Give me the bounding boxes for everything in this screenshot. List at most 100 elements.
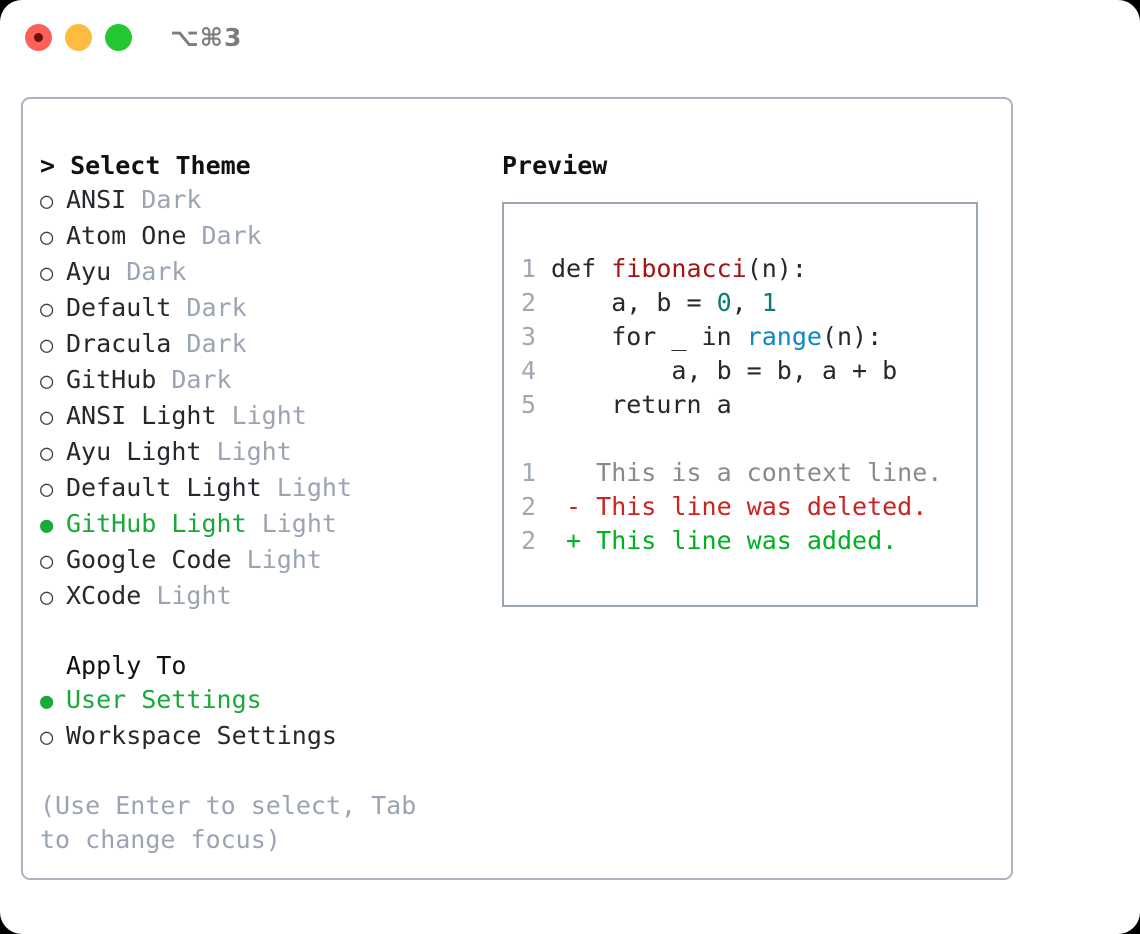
theme-option[interactable]: ○Ayu Light Light bbox=[40, 435, 490, 471]
radio-selected-icon: ● bbox=[40, 689, 54, 714]
code-token: return a bbox=[551, 390, 732, 419]
code-token: range bbox=[746, 322, 822, 351]
theme-option-label: Atom One bbox=[66, 221, 187, 250]
code-token: fibonacci bbox=[611, 254, 747, 283]
code-line: 5 return a bbox=[521, 388, 976, 422]
theme-option-label: Ayu bbox=[66, 257, 112, 286]
theme-option-category: Light bbox=[216, 437, 292, 466]
diff-line: 1 This is a context line. bbox=[521, 456, 976, 490]
label-spacer bbox=[126, 183, 141, 217]
theme-option[interactable]: ○ANSI Light Light bbox=[40, 399, 490, 435]
code-line: 3 for _ in range(n): bbox=[521, 320, 976, 354]
apply-to-title: Apply To bbox=[66, 651, 187, 680]
code-line: 2 a, b = 0, 1 bbox=[521, 286, 976, 320]
theme-option-label: ANSI bbox=[66, 185, 127, 214]
label-spacer bbox=[171, 291, 186, 325]
diff-marker: + bbox=[551, 526, 597, 555]
label-spacer bbox=[111, 255, 126, 289]
theme-option[interactable]: ○ANSI Dark bbox=[40, 183, 490, 219]
theme-option[interactable]: ○ Ayu Dark bbox=[40, 255, 490, 291]
keyboard-hint-text: (Use Enter to select, Tab to change focu… bbox=[40, 791, 417, 854]
theme-option-label: Dracula bbox=[66, 329, 172, 358]
theme-picker-pane: > Select Theme ○ANSI Dark○Atom One Dark○… bbox=[40, 149, 490, 857]
theme-option-category: Light bbox=[156, 581, 232, 610]
diff-line: 2 + This line was added. bbox=[521, 524, 976, 558]
diff-line: 2 - This line was deleted. bbox=[521, 490, 976, 524]
preview-header: Preview bbox=[502, 151, 608, 180]
select-theme-header: > Select Theme bbox=[40, 151, 251, 180]
maximize-button[interactable] bbox=[105, 24, 132, 51]
theme-option-label: Default bbox=[66, 293, 172, 322]
theme-option-label: Ayu Light bbox=[66, 437, 202, 466]
code-line: 4 a, b = b, a + b bbox=[521, 354, 976, 388]
radio-unselected-icon: ○ bbox=[40, 261, 54, 286]
theme-option[interactable]: ○ XCode Light bbox=[40, 579, 490, 615]
theme-option[interactable]: ○ GitHub Dark bbox=[40, 363, 490, 399]
radio-selected-icon: ● bbox=[40, 513, 54, 538]
label-spacer bbox=[247, 507, 262, 541]
code-token: a, b = bbox=[551, 288, 717, 317]
theme-option[interactable]: ○ Default Dark bbox=[40, 291, 490, 327]
theme-option-category: Light bbox=[246, 545, 322, 574]
panel-columns: > Select Theme ○ANSI Dark○Atom One Dark○… bbox=[23, 99, 1011, 878]
theme-option-label: XCode bbox=[66, 581, 142, 610]
code-token: 0 bbox=[716, 288, 732, 317]
title-bar: ⌥⌘3 bbox=[0, 0, 1140, 76]
radio-unselected-icon: ○ bbox=[40, 369, 54, 394]
label-spacer bbox=[217, 399, 232, 433]
code-token: a, b = b, a + b bbox=[551, 356, 898, 385]
theme-option-category: Dark bbox=[201, 221, 262, 250]
minimize-button[interactable] bbox=[65, 24, 92, 51]
code-token: (n): bbox=[746, 254, 807, 283]
apply-to-list[interactable]: ● User Settings ○Workspace Settings bbox=[40, 683, 490, 755]
code-token: (n): bbox=[821, 322, 883, 351]
theme-option[interactable]: ○Google Code Light bbox=[40, 543, 490, 579]
theme-option-category: Light bbox=[231, 401, 307, 430]
diff-marker: - bbox=[551, 492, 597, 521]
label-spacer bbox=[262, 471, 277, 505]
theme-option[interactable]: ○ Atom One Dark bbox=[40, 219, 490, 255]
radio-unselected-icon: ○ bbox=[40, 225, 54, 250]
theme-option-category: Light bbox=[276, 473, 352, 502]
line-number: 1 bbox=[521, 458, 537, 487]
window-controls bbox=[25, 24, 132, 51]
label-spacer bbox=[232, 543, 247, 577]
theme-option[interactable]: ○Dracula Dark bbox=[40, 327, 490, 363]
apply-to-option-label: User Settings bbox=[66, 685, 262, 714]
theme-option-category: Dark bbox=[171, 365, 232, 394]
code-spacer bbox=[521, 422, 976, 456]
line-number: 4 bbox=[521, 356, 537, 385]
line-number: 2 bbox=[521, 288, 537, 317]
close-button[interactable] bbox=[25, 24, 52, 51]
keyboard-shortcut-label: ⌥⌘3 bbox=[170, 23, 243, 52]
apply-to-option[interactable]: ● User Settings bbox=[40, 683, 490, 719]
theme-option-category: Dark bbox=[126, 257, 187, 286]
radio-unselected-icon: ○ bbox=[40, 297, 54, 322]
diff-sample: 1 This is a context line.2 - This line w… bbox=[521, 456, 976, 558]
theme-option-category: Dark bbox=[141, 185, 202, 214]
theme-option-label: GitHub bbox=[66, 365, 157, 394]
radio-unselected-icon: ○ bbox=[40, 585, 54, 610]
main-panel: > Select Theme ○ANSI Dark○Atom One Dark○… bbox=[21, 97, 1013, 880]
radio-unselected-icon: ○ bbox=[40, 549, 54, 574]
theme-list[interactable]: ○ANSI Dark○Atom One Dark○Ayu Dark○Defaul… bbox=[40, 183, 490, 615]
radio-unselected-icon: ○ bbox=[40, 333, 54, 358]
theme-option[interactable]: ●GitHub Light Light bbox=[40, 507, 490, 543]
apply-to-option[interactable]: ○Workspace Settings bbox=[40, 719, 490, 755]
label-spacer bbox=[156, 363, 171, 397]
theme-option-label: GitHub Light bbox=[66, 509, 247, 538]
theme-option-category: Dark bbox=[186, 293, 247, 322]
apply-to-group: Apply To ● User Settings ○Workspace Settin… bbox=[40, 649, 490, 755]
code-token: , bbox=[731, 288, 762, 317]
theme-option-label: Default Light bbox=[66, 473, 262, 502]
label-spacer bbox=[141, 579, 156, 613]
label-spacer bbox=[201, 435, 216, 469]
theme-option[interactable]: ○Default Light Light bbox=[40, 471, 490, 507]
line-number: 1 bbox=[521, 254, 537, 283]
diff-text: This is a context line. bbox=[596, 458, 943, 487]
